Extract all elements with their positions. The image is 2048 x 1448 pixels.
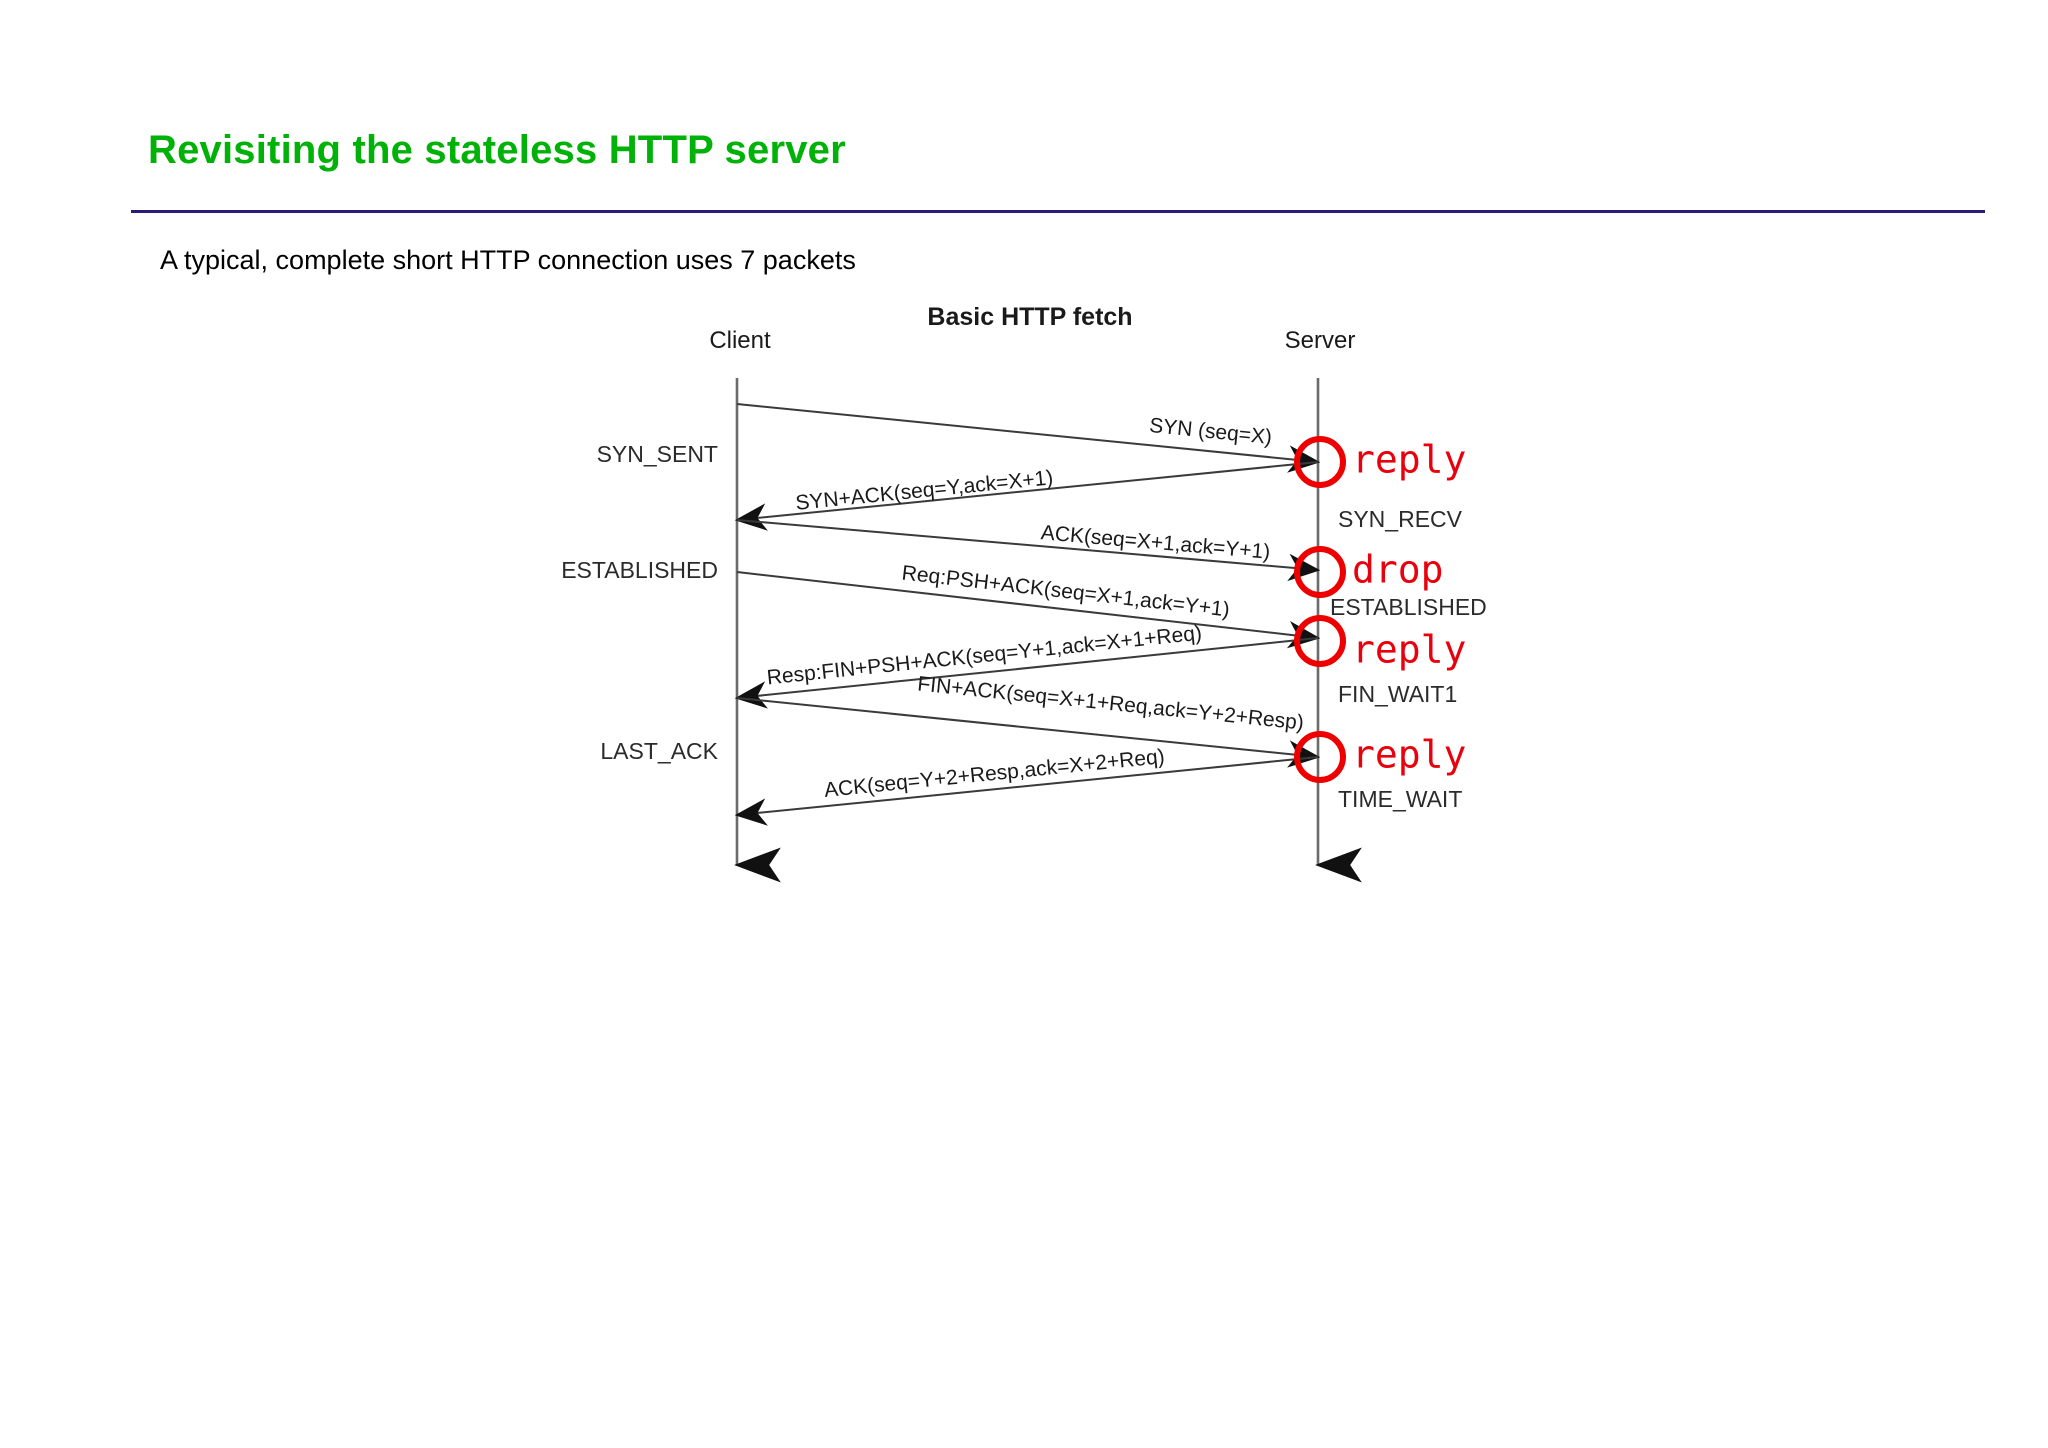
annotation-circle-4	[1294, 731, 1346, 783]
message-label-2: SYN+ACK(seq=Y,ack=X+1)	[794, 466, 1054, 515]
client-state-syn-sent: SYN_SENT	[597, 441, 718, 467]
message-label-1: SYN (seq=X)	[1148, 414, 1273, 449]
server-state-time-wait: TIME_WAIT	[1338, 786, 1462, 812]
message-label-7: ACK(seq=Y+2+Resp,ack=X+2+Req)	[823, 745, 1166, 802]
message-label-3: ACK(seq=X+1,ack=Y+1)	[1040, 521, 1271, 564]
message-arrow-6	[736, 697, 1321, 768]
annotation-label-3: reply	[1352, 628, 1466, 672]
message-label-4: Req:PSH+ACK(seq=X+1,ack=Y+1)	[901, 561, 1231, 621]
annotation-label-2: drop	[1352, 548, 1444, 592]
message-label-6: FIN+ACK(seq=X+1+Req,ack=Y+2+Resp)	[916, 672, 1304, 734]
message-arrow-5	[734, 637, 1319, 709]
annotation-circle-3	[1294, 615, 1346, 667]
annotation-circle-1	[1294, 436, 1346, 488]
page-title: Revisiting the stateless HTTP server	[148, 128, 846, 172]
bullet-text: A typical, complete short HTTP connectio…	[160, 245, 856, 275]
client-state-last-ack: LAST_ACK	[600, 738, 718, 764]
message-arrow-3	[736, 519, 1321, 582]
annotation-circle-2	[1294, 546, 1346, 598]
server-state-syn-recv: SYN_RECV	[1338, 506, 1463, 532]
annotation-label-1: reply	[1352, 438, 1466, 482]
annotation-label-4: reply	[1352, 733, 1466, 777]
message-arrow-4	[736, 571, 1321, 649]
actor-label-client: Client	[709, 327, 771, 354]
message-arrow-7	[734, 756, 1319, 826]
actor-label-server: Server	[1285, 327, 1356, 354]
title-divider	[131, 210, 1985, 213]
diagram-title: Basic HTTP fetch	[927, 303, 1132, 331]
client-state-established: ESTABLISHED	[561, 557, 718, 583]
message-arrow-1	[736, 403, 1321, 473]
server-state-established: ESTABLISHED	[1330, 594, 1487, 620]
server-state-fin-wait1: FIN_WAIT1	[1338, 681, 1457, 707]
message-arrow-2	[734, 461, 1319, 531]
